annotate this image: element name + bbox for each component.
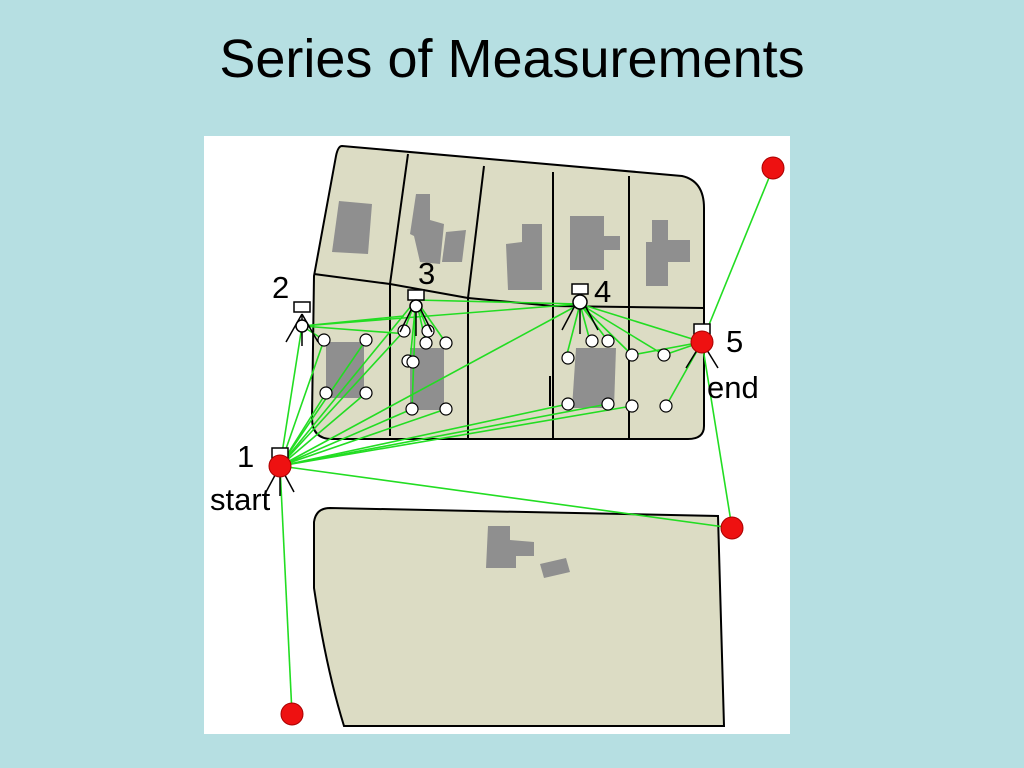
station-5-number: 5	[726, 324, 743, 359]
detail-point	[406, 355, 420, 369]
station-3: 3	[399, 256, 435, 336]
detail-point	[625, 399, 639, 413]
tripod-icon	[399, 289, 433, 336]
lower-block-outline	[313, 506, 726, 727]
detail-point	[405, 402, 419, 416]
station-4: 4	[561, 274, 611, 334]
measurement-lines	[279, 167, 774, 715]
building	[486, 526, 534, 568]
station-2: 2	[272, 270, 319, 346]
control-point	[761, 156, 785, 180]
detail-point	[561, 351, 575, 365]
building	[540, 558, 570, 578]
control-point	[280, 702, 304, 726]
detail-point	[561, 397, 575, 411]
building	[410, 194, 444, 264]
tripod-icon	[285, 301, 319, 346]
detail-point	[319, 386, 333, 400]
detail-point	[657, 348, 671, 362]
station-marker	[268, 454, 292, 478]
detail-point	[439, 402, 453, 416]
building	[570, 216, 620, 270]
detail-point	[625, 348, 639, 362]
building	[332, 201, 372, 254]
detail-point	[317, 333, 331, 347]
building	[442, 230, 466, 262]
detail-points	[317, 324, 673, 416]
tripod-icon	[561, 283, 599, 334]
station-1-number: 1	[237, 439, 254, 474]
station-4-number: 4	[594, 274, 611, 309]
building	[506, 224, 542, 290]
control-point	[720, 516, 744, 540]
survey-map-svg: 1 start 2 3	[210, 144, 785, 727]
station-2-number: 2	[272, 270, 289, 305]
station-1: 1 start	[210, 439, 295, 517]
slide-title: Series of Measurements	[219, 29, 805, 89]
detail-point	[419, 336, 433, 350]
station-5-label: end	[707, 370, 759, 405]
detail-point	[359, 333, 373, 347]
building	[646, 220, 690, 286]
station-5: 5 end	[685, 323, 759, 405]
detail-point	[601, 334, 615, 348]
upper-buildings	[326, 194, 690, 410]
detail-point	[601, 397, 615, 411]
detail-point	[359, 386, 373, 400]
station-3-number: 3	[418, 256, 435, 291]
detail-point	[659, 399, 673, 413]
station-1-label: start	[210, 482, 271, 517]
detail-point	[439, 336, 453, 350]
detail-point	[585, 334, 599, 348]
building	[572, 348, 616, 408]
control-points	[280, 156, 785, 726]
station-marker	[690, 330, 714, 354]
lower-block	[313, 506, 726, 727]
survey-map: 1 start 2 3	[204, 136, 790, 734]
